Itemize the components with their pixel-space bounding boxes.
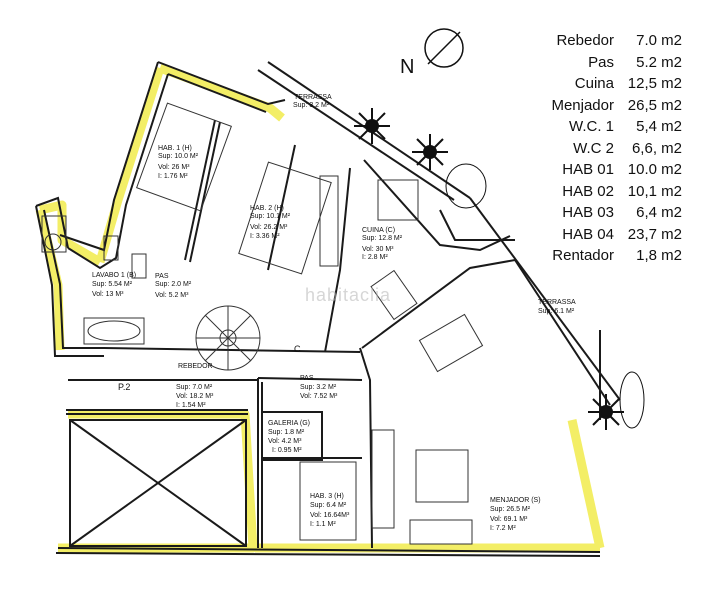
- area-name: Cuina: [574, 75, 614, 93]
- area-value: 10.0 m2: [627, 161, 682, 179]
- hab3-sup: Sup: 6.4 M²: [310, 502, 347, 509]
- area-value: 1,8 m2: [636, 247, 682, 265]
- menjador-i: I: 7.2 M²: [490, 525, 516, 532]
- pas1-vol: Vol: 5.2 M³: [155, 292, 189, 299]
- area-value: 7.0 m2: [636, 32, 682, 50]
- galeria-vol: Vol: 4.2 M³: [268, 438, 302, 445]
- area-name: HAB 03: [562, 204, 614, 222]
- compass: N: [400, 26, 470, 82]
- area-value: 26,5 m2: [627, 96, 682, 114]
- area-name: HAB 02: [562, 182, 614, 200]
- galeria-name: GALERIA (G): [268, 420, 310, 427]
- rebedor-sup: Sup: 7.0 M²: [176, 384, 213, 391]
- pas1-sup: Sup: 2.0 M²: [155, 281, 192, 288]
- area-name: Menjador: [551, 96, 614, 114]
- highlighted-walls: [35, 63, 605, 553]
- hab1-name: HAB. 1 (H): [158, 145, 192, 152]
- hab3-i: I: 1.1 M²: [310, 521, 336, 528]
- area-row: Cuina 12,5 m2: [536, 73, 686, 95]
- area-row: HAB 04 23,7 m2: [536, 224, 686, 246]
- hab1-i: I: 1.76 M²: [158, 173, 188, 180]
- cuina-sup: Sup: 12.8 M²: [362, 235, 403, 242]
- rebedor-i: I: 1.54 M²: [176, 402, 206, 409]
- area-value: 12,5 m2: [627, 75, 682, 93]
- compass-label: N: [400, 56, 415, 78]
- area-value: 23,7 m2: [627, 225, 682, 243]
- area-row: Rebedor 7.0 m2: [536, 30, 686, 52]
- c-marker: C: [294, 344, 301, 354]
- galeria-i: I: 0.95 M²: [272, 447, 302, 454]
- hab2-i: I: 3.36 M²: [250, 233, 280, 240]
- area-name: W.C. 1: [568, 118, 614, 136]
- hab2-sup: Sup: 10.1 M²: [250, 213, 291, 220]
- galeria-sup: Sup: 1.8 M²: [268, 429, 305, 436]
- area-row: Rentador 1,8 m2: [536, 245, 686, 267]
- lavabo-name: LAVABO 1 (B): [92, 272, 136, 279]
- area-value: 10,1 m2: [627, 182, 682, 200]
- area-row: Pas 5.2 m2: [536, 52, 686, 74]
- terrassa-top-name: TERRASSA: [294, 94, 332, 101]
- area-name: HAB 01: [562, 161, 614, 179]
- area-row: HAB 03 6,4 m2: [536, 202, 686, 224]
- pas2-vol: Vol: 7.52 M³: [300, 393, 338, 400]
- area-value: 5.2 m2: [636, 53, 682, 71]
- area-name: Pas: [588, 53, 614, 71]
- hab3-name: HAB. 3 (H): [310, 493, 344, 500]
- area-name: W.C 2: [573, 139, 614, 157]
- north-arrow-icon: [424, 28, 464, 68]
- hab1-vol: Vol: 26 M³: [158, 164, 190, 171]
- cuina-name: CUINA (C): [362, 227, 395, 234]
- pas2-sup: Sup: 3.2 M²: [300, 384, 337, 391]
- area-value: 6,4 m2: [636, 204, 682, 222]
- hab2-vol: Vol: 26.2 M³: [250, 224, 288, 231]
- area-row: W.C 2 6,6, m2: [536, 138, 686, 160]
- area-name: HAB 04: [562, 225, 614, 243]
- room-labels: TERRASSA Sup: 3.2 M² HAB. 1 (H) Sup: 10.…: [92, 94, 576, 532]
- walls: [35, 61, 621, 557]
- plant-icon: [354, 108, 645, 430]
- menjador-vol: Vol: 69.1 M³: [490, 516, 528, 523]
- menjador-sup: Sup: 26.5 M²: [490, 506, 531, 513]
- hab1-sup: Sup: 10.0 M²: [158, 153, 199, 160]
- cuina-i: I: 2.8 M²: [362, 254, 388, 261]
- hab2-name: HAB. 2 (H): [250, 205, 284, 212]
- watermark: habitaclia: [305, 285, 392, 305]
- furniture: [41, 102, 484, 545]
- area-name: Rebedor: [556, 32, 614, 50]
- area-table: Rebedor 7.0 m2 Pas 5.2 m2 Cuina 12,5 m2 Men…: [536, 30, 686, 267]
- area-value: 5,4 m2: [636, 118, 682, 136]
- pas1-name: PAS: [155, 273, 169, 280]
- terrassa-right-sup: Sup: 6.1 M²: [538, 308, 575, 315]
- menjador-name: MENJADOR (S): [490, 497, 541, 504]
- lavabo-sup: Sup: 5.54 M²: [92, 281, 133, 288]
- p2-marker: P.2: [118, 382, 130, 392]
- area-row: HAB 02 10,1 m2: [536, 181, 686, 203]
- hab3-vol: Vol: 16.64M³: [310, 512, 350, 519]
- terrassa-top-sup: Sup: 3.2 M²: [293, 102, 330, 109]
- area-row: HAB 01 10.0 m2: [536, 159, 686, 181]
- cuina-vol: Vol: 30 M³: [362, 246, 394, 253]
- rebedor-name: REBEDOR: [178, 363, 213, 370]
- area-row: W.C. 1 5,4 m2: [536, 116, 686, 138]
- area-value: 6,6, m2: [631, 139, 682, 157]
- pas2-name: PAS: [300, 375, 314, 382]
- lavabo-vol: Vol: 13 M³: [92, 291, 124, 298]
- rebedor-vol: Vol: 18.2 M³: [176, 393, 214, 400]
- area-row: Menjador 26,5 m2: [536, 95, 686, 117]
- area-name: Rentador: [552, 247, 614, 265]
- terrassa-right-name: TERRASSA: [538, 299, 576, 306]
